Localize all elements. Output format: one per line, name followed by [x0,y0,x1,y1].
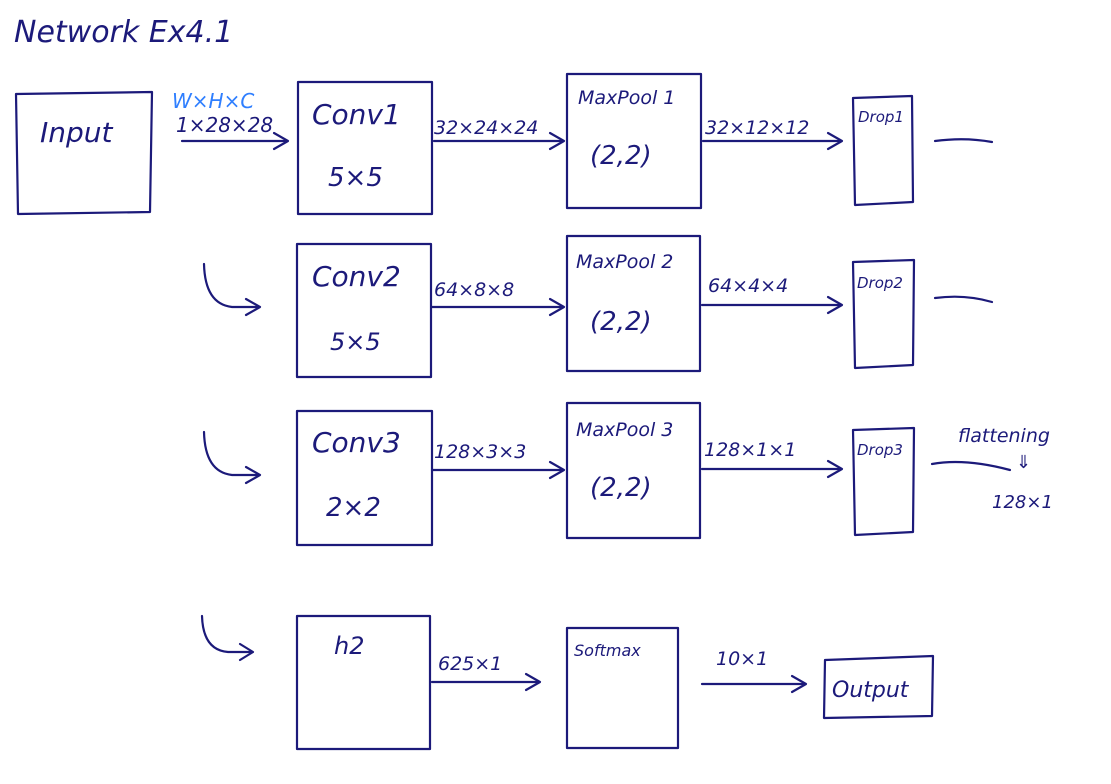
maxpool2-box [565,234,702,373]
flattening-result: 128×1 [992,492,1053,513]
maxpool3-arrow-head [826,459,844,479]
row-3: Conv3 2×2 128×3×3 MaxPool 3 (2,2) 128×1×… [202,401,1053,547]
conv2-arrow-head [548,297,566,317]
conv1-arrow-head [548,131,566,151]
row3-return-arrow [202,430,260,477]
conv2-output-dims: 64×8×8 [434,279,514,301]
softmax-arrow-head [790,674,808,694]
dense-output-dims: 625×1 [438,653,502,675]
conv1-kernel: 5×5 [328,163,383,193]
drop3-box [851,426,916,537]
conv2-name: Conv2 [312,260,401,293]
row4-return-arrow-head [238,642,255,662]
row-1: Conv1 5×5 32×24×24 MaxPool 1 (2,2) 32×12… [296,72,994,216]
drop2-box [851,258,916,370]
row-2: Conv2 5×5 64×8×8 MaxPool 2 (2,2) 64×4×4 … [202,234,994,379]
conv2-kernel: 5×5 [330,328,381,356]
input-block: Input W×H×C 1×28×28 [14,89,290,216]
maxpool3-size: (2,2) [590,473,652,503]
row2-return-arrow [202,262,260,309]
dense-h2-name: h2 [334,632,364,660]
drop1-label: Drop1 [858,108,904,126]
input-box [14,90,154,216]
maxpool3-name: MaxPool 3 [576,419,673,441]
input-arrow-head [272,131,290,151]
conv1-box [296,80,434,216]
conv3-name: Conv3 [312,426,401,459]
input-label: Input [40,116,114,149]
conv3-box [295,409,434,547]
conv1-name: Conv1 [312,98,401,131]
softmax-box [565,626,680,750]
dense-arrow-head [524,672,542,692]
drop3-label: Drop3 [857,441,903,459]
drop1-box [851,94,915,207]
row-4: h2 625×1 Softmax 10×1 Output [200,614,935,751]
maxpool2-output-dims: 64×4×4 [708,275,788,297]
row2-continue-line [933,295,994,304]
conv3-output-dims: 128×3×3 [434,441,526,463]
conv2-box [295,242,433,379]
maxpool1-name: MaxPool 1 [578,87,675,109]
flattening-arrow: ⇓ [1016,452,1031,473]
output-label: Output [832,678,910,703]
conv1-output-dims: 32×24×24 [434,117,538,139]
maxpool3-output-dims: 128×1×1 [704,439,796,461]
conv3-kernel: 2×2 [326,493,381,523]
input-dims: 1×28×28 [176,113,273,137]
flattening-label: flattening [958,425,1050,447]
maxpool2-arrow-head [826,295,844,315]
maxpool1-output-dims: 32×12×12 [705,117,809,139]
conv3-arrow-head [548,460,566,480]
row4-return-arrow [200,614,252,654]
softmax-name: Softmax [574,641,641,660]
input-dims-header: W×H×C [172,89,254,113]
maxpool3-box [565,401,702,540]
row3-flatten-line [930,460,1012,472]
output-box [822,654,935,720]
maxpool1-arrow-head [826,131,844,151]
diagram-title: Network Ex4.1 [14,15,233,50]
maxpool1-size: (2,2) [590,141,652,171]
dense-h2-box [295,614,432,751]
row3-return-arrow-head [244,465,262,485]
row1-continue-line [933,138,994,144]
row2-return-arrow-head [244,297,262,317]
softmax-output-dims: 10×1 [716,648,768,670]
drop2-label: Drop2 [857,274,903,292]
maxpool1-box [565,72,703,210]
maxpool2-size: (2,2) [590,307,652,337]
maxpool2-name: MaxPool 2 [576,251,673,273]
